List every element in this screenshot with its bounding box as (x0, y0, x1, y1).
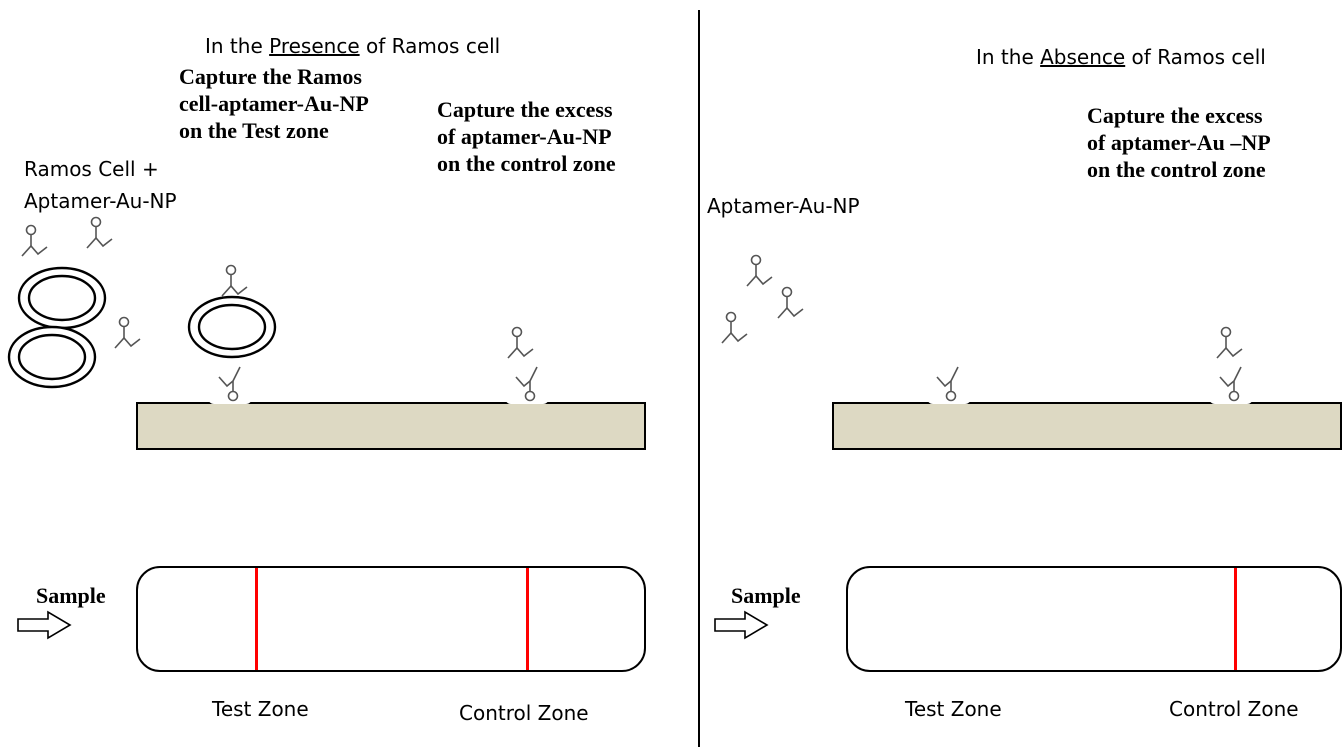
right-control-capture-line: Capture the excess (1087, 103, 1263, 128)
left-test-capture-line: Capture the Ramos (179, 64, 362, 89)
right-control-zone-label: Control Zone (1169, 697, 1299, 721)
left-control-zone-line (526, 568, 529, 670)
aptamer-nanoparticle-icon (114, 316, 141, 349)
left-control-capture-line: on the control zone (437, 151, 616, 176)
right-mixture-label: Aptamer-Au-NP (707, 194, 860, 218)
left-heading: In the Presence of Ramos cell (205, 34, 501, 58)
panel-divider (698, 10, 700, 747)
left-control-capture-text: Capture the excess of aptamer-Au-NP on t… (437, 96, 616, 177)
right-control-capture-line: on the control zone (1087, 157, 1266, 182)
left-membrane (136, 402, 646, 450)
left-test-capture-line: cell-aptamer-Au-NP (179, 91, 369, 116)
left-test-capture-text: Capture the Ramos cell-aptamer-Au-NP on … (179, 63, 369, 144)
left-sample-label: Sample (36, 583, 106, 608)
left-mixture-label-line2: Aptamer-Au-NP (24, 189, 177, 213)
right-test-strip (846, 566, 1342, 672)
right-control-capture-line: of aptamer-Au –NP (1087, 130, 1271, 155)
right-heading: In the Absence of Ramos cell (976, 45, 1266, 69)
aptamer-nanoparticle-icon (221, 264, 248, 297)
aptamer-nanoparticle-icon (21, 224, 48, 257)
right-membrane (832, 402, 1342, 450)
aptamer-nanoparticle-icon (507, 326, 534, 359)
right-control-capture-text: Capture the excess of aptamer-Au –NP on … (1087, 102, 1271, 183)
left-control-capture-line: Capture the excess (437, 97, 613, 122)
arrow-right-icon (17, 611, 71, 639)
aptamer-nanoparticle-icon (721, 311, 748, 344)
ramos-cell-icon (187, 295, 277, 359)
left-control-zone-label: Control Zone (459, 701, 589, 725)
left-test-capture-line: on the Test zone (179, 118, 329, 143)
aptamer-nanoparticle-icon (86, 216, 113, 249)
aptamer-nanoparticle-icon (777, 286, 804, 319)
right-control-zone-line (1234, 568, 1237, 670)
left-test-strip (136, 566, 646, 672)
left-test-zone-label: Test Zone (212, 697, 309, 721)
right-sample-label: Sample (731, 583, 801, 608)
left-test-zone-line (255, 568, 258, 670)
left-mixture-label-line1: Ramos Cell + (24, 157, 159, 181)
aptamer-nanoparticle-icon (746, 254, 773, 287)
right-test-zone-label: Test Zone (905, 697, 1002, 721)
aptamer-nanoparticle-icon (1216, 326, 1243, 359)
ramos-cell-icon (17, 266, 107, 330)
arrow-right-icon (714, 611, 768, 639)
left-control-capture-line: of aptamer-Au-NP (437, 124, 612, 149)
ramos-cell-icon (7, 325, 97, 389)
